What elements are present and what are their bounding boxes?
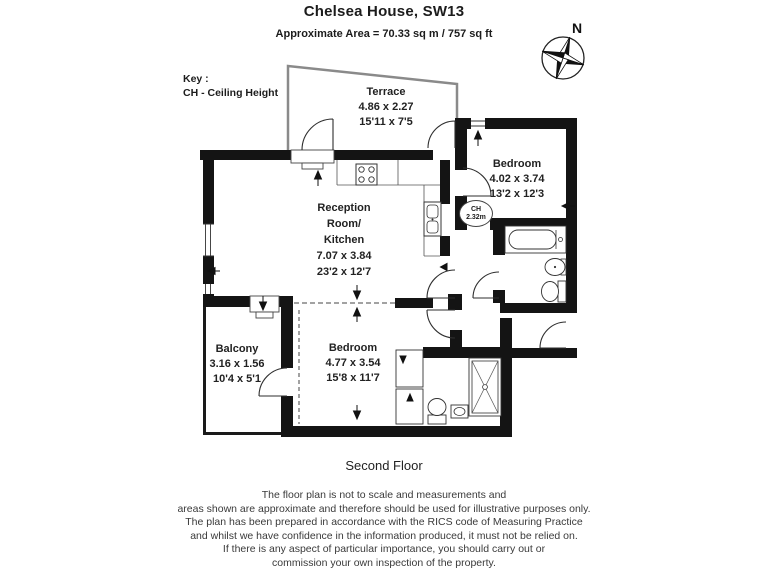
arrow-balcony-door: [258, 296, 268, 312]
windows: [202, 117, 485, 294]
reception-name-2: Room/: [326, 218, 362, 230]
bedroom2-door: [426, 309, 456, 339]
plan-key: Key : CH - Ceiling Height: [183, 72, 278, 100]
balcony-walls: [203, 307, 283, 435]
bedroom2-metric: 4.77 x 3.54: [325, 357, 381, 369]
arrow-bed2-bottom: [352, 405, 362, 421]
disclaimer-text: The floor plan is not to scale and measu…: [0, 489, 768, 570]
arrow-terrace-entry: [313, 169, 323, 186]
approximate-area: Approximate Area = 70.33 sq m / 757 sq f…: [275, 28, 493, 40]
disclaimer-line-6: commission your own inspection of the pr…: [272, 556, 496, 569]
kitchen-counter: [336, 160, 440, 257]
direction-arrows: [206, 129, 575, 421]
bedroom1-imperial: 13'2 x 12'3: [489, 188, 545, 200]
arrow-wardrobe-down: [399, 355, 407, 365]
terrace-metric: 4.86 x 2.27: [358, 101, 414, 113]
doors: [258, 118, 567, 397]
arrow-bedroom1-window: [473, 129, 483, 146]
bedroom1-door: [462, 167, 492, 197]
bedroom1-label: Bedroom 4.02 x 3.74 13'2 x 12'3: [452, 157, 582, 202]
key-ceiling-height: CH - Ceiling Height: [183, 87, 279, 99]
shower-basin-icon: [450, 404, 469, 419]
bedroom1-name: Bedroom: [492, 158, 542, 170]
arrow-bed2-top-up: [352, 306, 362, 322]
bathtub-icon: [504, 225, 567, 254]
compass-north-label: N: [572, 20, 582, 36]
window-bedroom1-top: [471, 117, 485, 130]
reception-name-1: Reception: [317, 202, 371, 214]
arrow-bed2-top-down: [352, 285, 362, 301]
balcony-name: Balcony: [215, 343, 259, 355]
balcony-door: [258, 367, 288, 397]
front-door: [539, 321, 567, 349]
disclaimer-line-5: If there is any aspect of particular imp…: [222, 543, 546, 555]
ceiling-height-value: 2.32m: [466, 213, 486, 221]
kitchen-hall-door: [426, 269, 456, 299]
bathroom-basin-icon: [544, 258, 567, 276]
key-heading: Key :: [183, 73, 209, 85]
bedroom2-name: Bedroom: [328, 342, 378, 354]
ceiling-height-badge: CH 2.32m: [459, 200, 493, 227]
arrow-wardrobe-up: [406, 392, 414, 402]
kitchen-sink-icon: [423, 201, 442, 237]
terrace-name: Terrace: [366, 86, 406, 98]
dashed-lines: [294, 302, 396, 424]
hob-icon: [355, 163, 378, 186]
arrow-right-wall: [560, 201, 575, 211]
disclaimer-line-3: The plan has been prepared in accordance…: [185, 516, 583, 528]
walls: [200, 118, 577, 437]
balcony-label: Balcony 3.16 x 1.56 10'4 x 5'1: [172, 342, 302, 387]
shower-icon: [468, 357, 502, 417]
floor-name: Second Floor: [345, 458, 423, 473]
ceiling-height-label: CH: [470, 205, 482, 213]
disclaimer-line-2: areas shown are approximate and therefor…: [177, 502, 591, 515]
compass-icon: N: [541, 20, 585, 80]
reception-name-3: Kitchen: [323, 234, 365, 246]
terrace-imperial: 15'11 x 7'5: [359, 116, 413, 128]
page-title: Chelsea House, SW13: [303, 3, 465, 20]
reception-imperial: 23'2 x 12'7: [316, 266, 372, 278]
reception-label: Reception Room/ Kitchen 7.07 x 3.84 23'2…: [279, 200, 409, 280]
terrace-hall-door: [427, 120, 456, 149]
disclaimer-line-4: and whilst we have confidence in the inf…: [190, 529, 578, 542]
arrow-hall-left: [439, 262, 448, 272]
window-left-2: [202, 284, 215, 294]
bathroom-door: [472, 271, 500, 299]
balcony-metric: 3.16 x 1.56: [209, 358, 265, 370]
bathroom-toilet-icon: [541, 280, 567, 303]
disclaimer-line-1: The floor plan is not to scale and measu…: [261, 489, 507, 501]
bedroom2-label: Bedroom 4.77 x 3.54 15'8 x 11'7: [288, 341, 418, 386]
terrace-walls: [286, 64, 459, 150]
terrace-door: [301, 118, 334, 151]
balcony-imperial: 10'4 x 5'1: [212, 373, 262, 385]
shower-toilet-icon: [427, 398, 447, 425]
bedroom1-metric: 4.02 x 3.74: [489, 173, 545, 185]
terrace-label: Terrace 4.86 x 2.27 15'11 x 7'5: [321, 85, 451, 130]
arrow-left-wall: [206, 266, 220, 276]
bedroom2-imperial: 15'8 x 11'7: [326, 372, 380, 384]
window-left-1: [202, 223, 215, 257]
reception-metric: 7.07 x 3.84: [316, 250, 372, 262]
